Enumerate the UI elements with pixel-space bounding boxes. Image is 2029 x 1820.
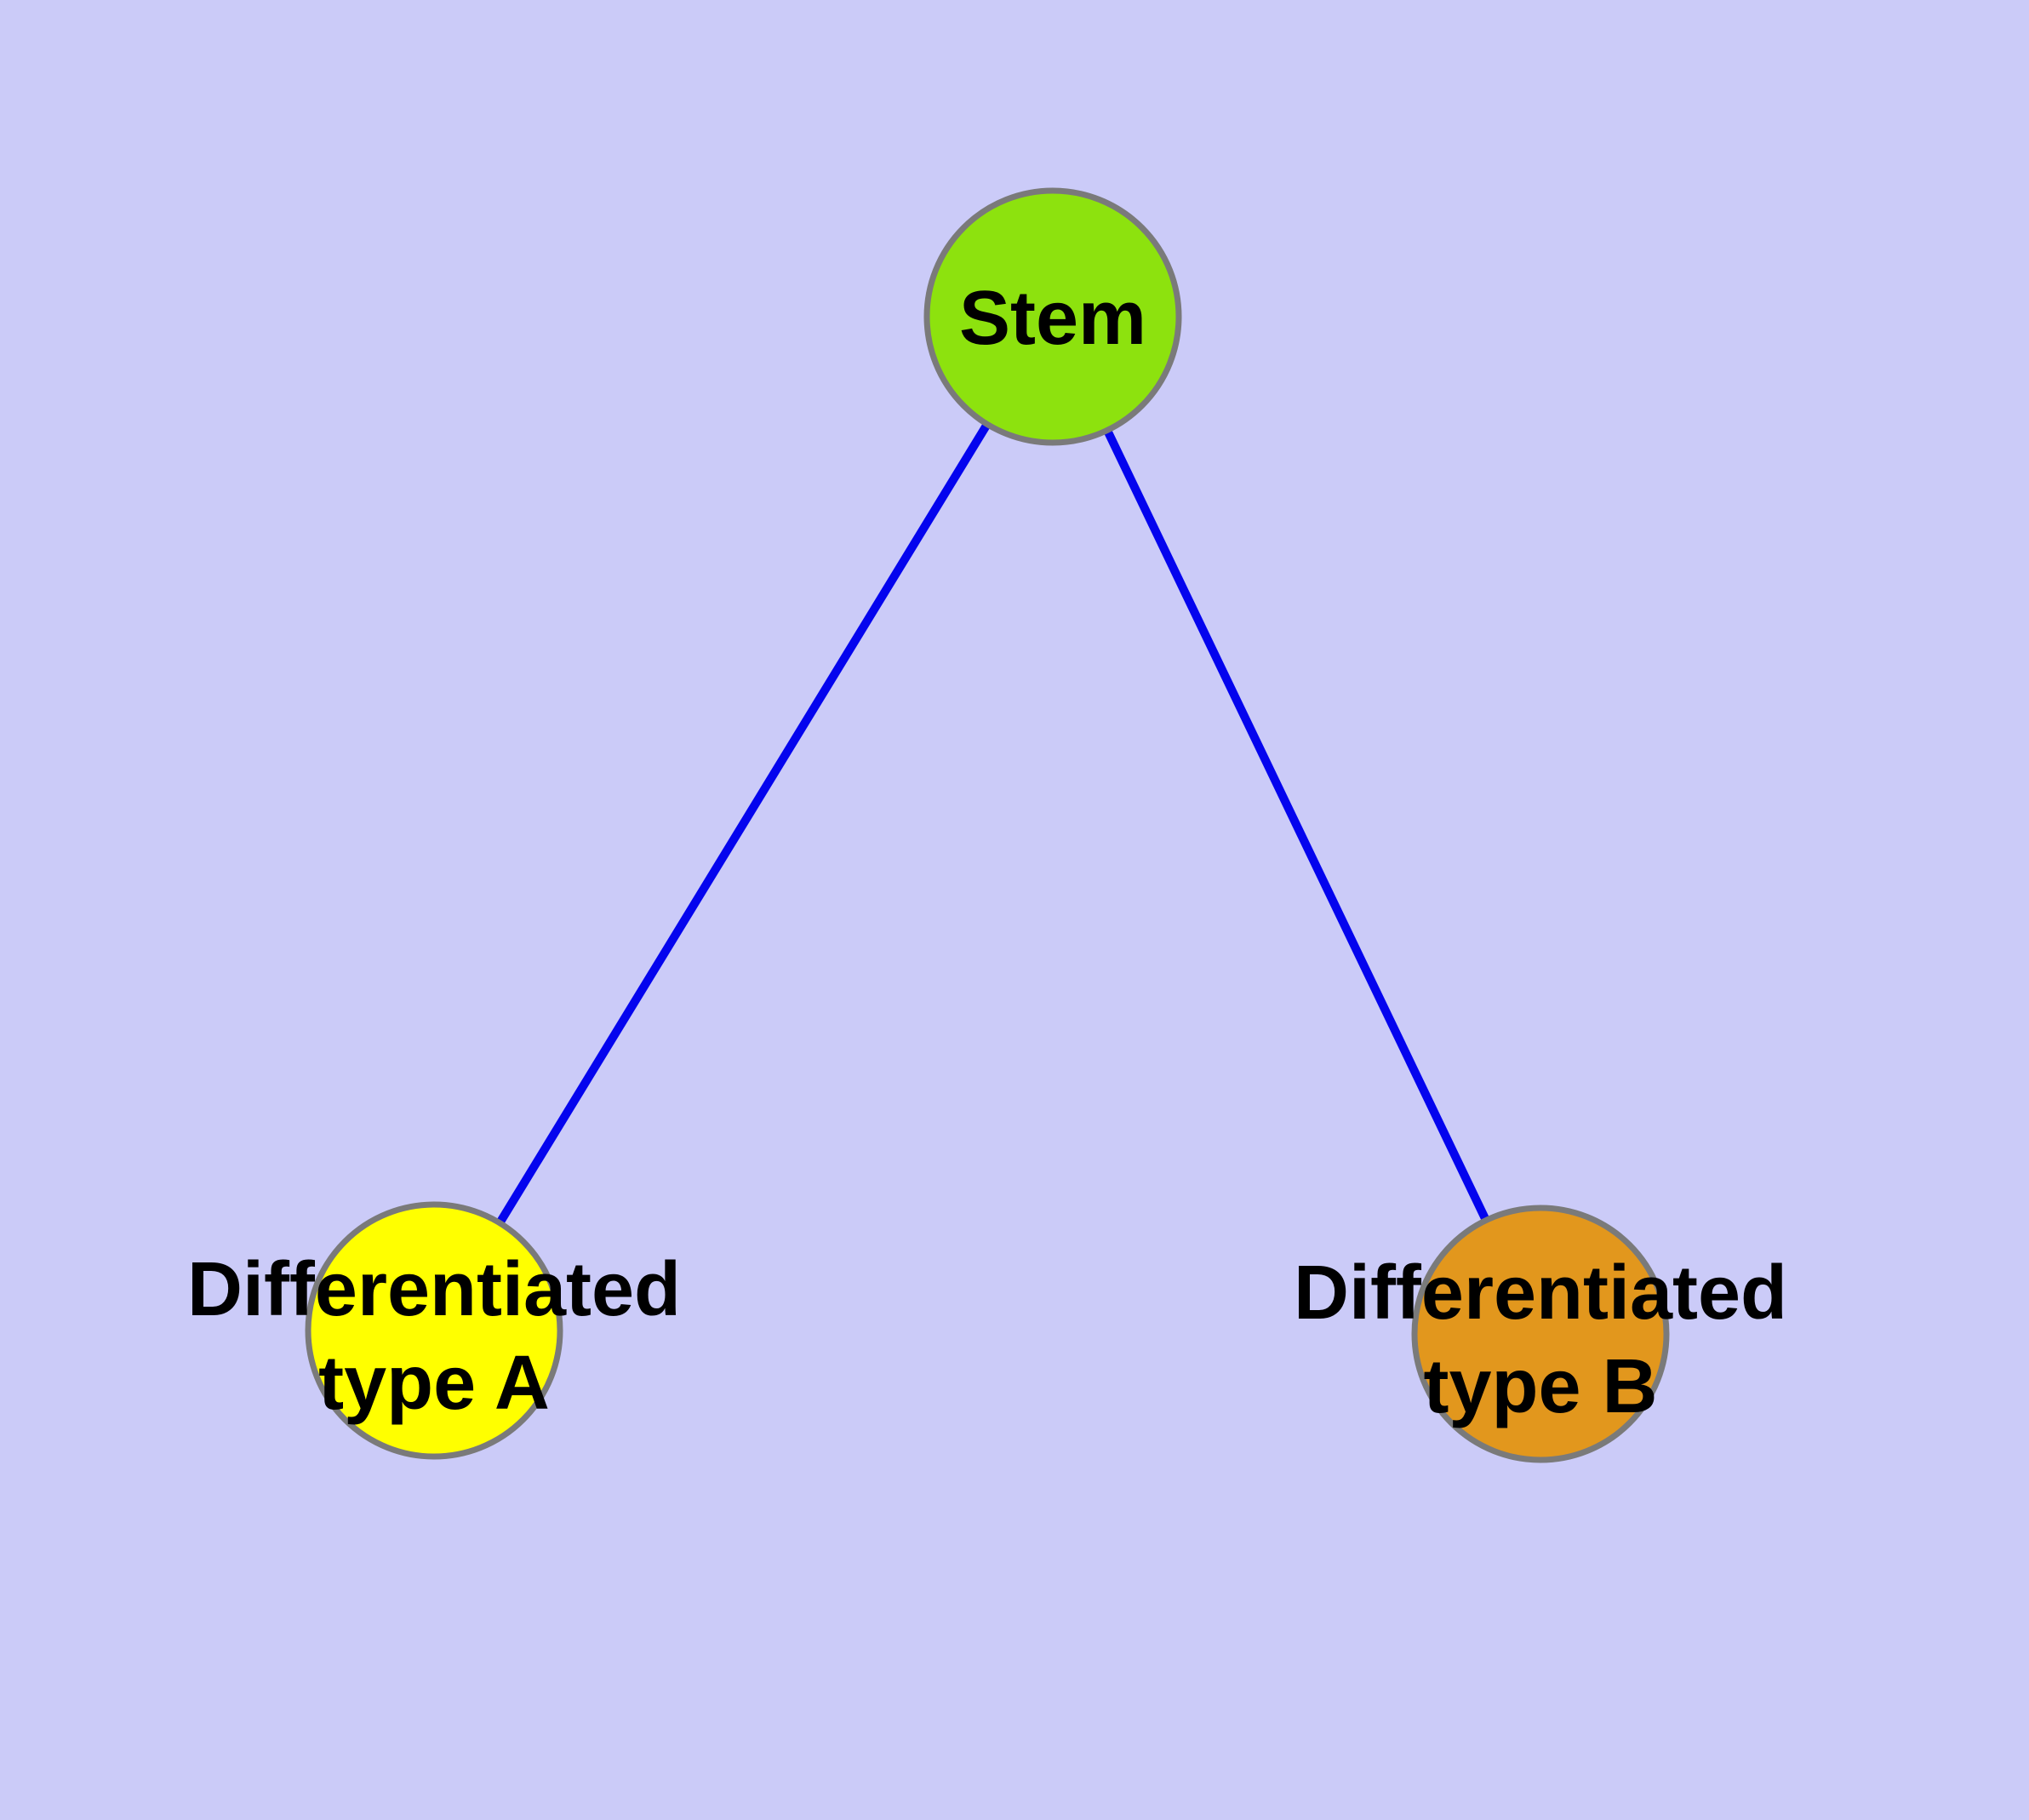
node-type-b-label-line1: Differentiated <box>1294 1251 1787 1336</box>
edge-stem-to-type-b <box>1049 314 1545 1336</box>
node-type-b-label-line2: type B <box>1423 1344 1657 1429</box>
node-differentiated-type-a <box>305 1201 563 1460</box>
node-type-a-label-line2: type A <box>318 1341 550 1426</box>
node-stem-label: Stem <box>959 276 1146 361</box>
node-stem <box>923 187 1182 446</box>
edge-stem-to-type-a <box>430 314 1057 1333</box>
node-differentiated-type-b <box>1411 1205 1670 1463</box>
node-type-a-label-line1: Differentiated <box>187 1247 681 1332</box>
